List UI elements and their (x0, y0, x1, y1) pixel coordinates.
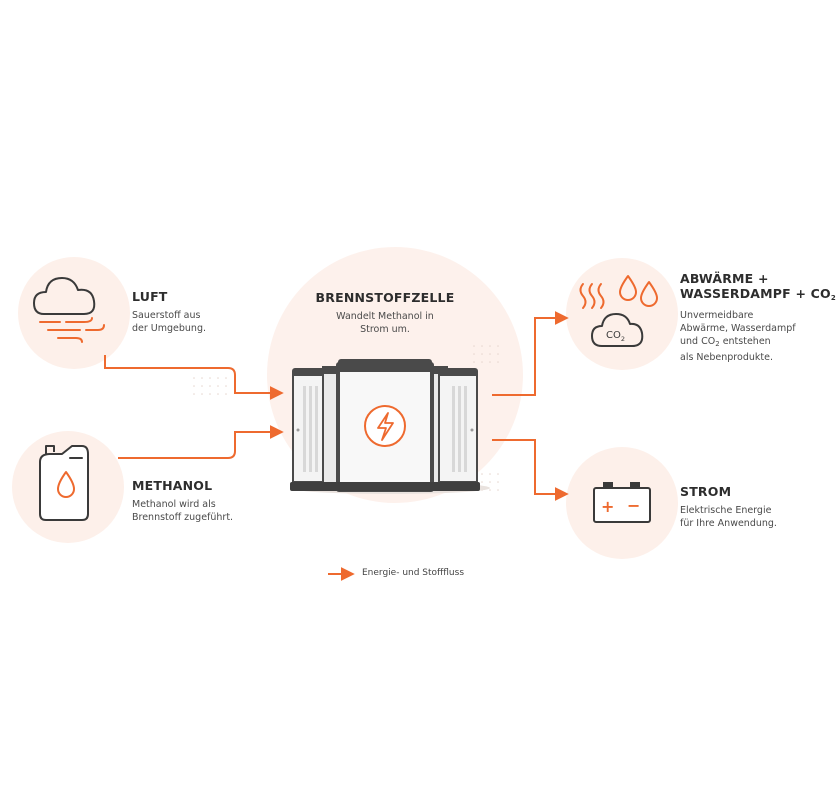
arrow-methanol-to-cell (118, 425, 284, 459)
canister-drop-icon (39, 445, 89, 521)
arrow-cell-to-strom (492, 439, 569, 501)
abwaerme-title: ABWÄRME + WASSERDAMPF + CO2 (680, 271, 836, 302)
strom-description: Elektrische Energie für Ihre Anwendung. (680, 505, 777, 529)
arrow-luft-to-cell (104, 355, 284, 400)
dot-pattern (192, 372, 232, 396)
legend-label: Energie- und Stofffluss (362, 568, 465, 578)
strom-title: STROM (680, 484, 732, 499)
lightning-icon (377, 412, 394, 441)
luft-description: Sauerstoff aus der Umgebung. (132, 310, 207, 334)
arrow-cell-to-abwaerme (492, 311, 569, 396)
abwaerme-description: Unvermeidbare Abwärme, Wasserdampf und C… (680, 310, 796, 363)
battery-icon: + − (593, 482, 651, 523)
methanol-title: METHANOL (132, 478, 213, 493)
fuel-cell-device (290, 359, 490, 494)
fuel-cell-diagram: CO2 + − (12, 247, 836, 581)
svg-text:−: − (627, 496, 640, 515)
cloud-wind-icon (33, 277, 105, 343)
svg-text:CO2: CO2 (606, 330, 625, 343)
svg-text:+: + (601, 497, 614, 516)
brennstoffzelle-description: Wandelt Methanol in Strom um. (336, 311, 434, 335)
brennstoffzelle-title: BRENNSTOFFZELLE (315, 290, 455, 305)
dot-pattern (472, 340, 504, 364)
methanol-description: Methanol wird als Brennstoff zugeführt. (132, 499, 234, 523)
heat-drops-co2-icon: CO2 (579, 275, 658, 347)
diagram-graphics: CO2 + − (12, 247, 678, 581)
luft-title: LUFT (132, 289, 168, 304)
